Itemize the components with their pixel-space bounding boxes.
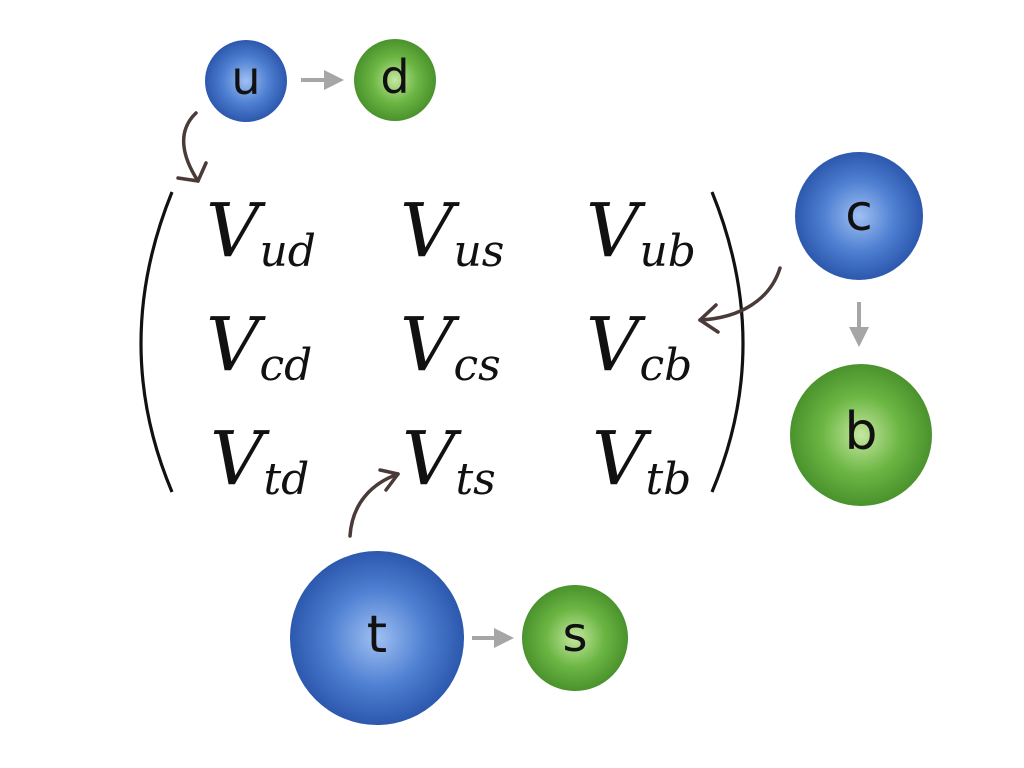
matrix-entry-us: Vus [400,188,504,277]
matrix-entry-ud: Vud [206,188,316,277]
matrix-entry-cb: Vcb [586,302,692,391]
svg-text:u: u [231,51,260,105]
svg-text:c: c [845,184,873,242]
svg-text:t: t [367,605,387,665]
curved-arrow-c-to-vcb [698,266,782,334]
matrix-entry-cs: Vcs [400,302,501,391]
matrix-entry-ub: Vub [586,188,696,277]
svg-text:s: s [562,607,587,663]
matrix-entry-cd: Vcd [206,302,312,391]
quark-c: c [795,152,923,280]
matrix-right-bracket [710,191,745,493]
quark-d: d [354,39,436,121]
quark-b: b [790,364,932,506]
quark-s: s [522,585,628,691]
curved-arrow-t-to-vts [348,468,400,538]
quark-u: u [205,40,287,122]
svg-text:d: d [380,50,409,104]
curved-arrow-u-to-vud [176,111,208,183]
svg-text:b: b [844,402,877,462]
matrix-entry-tb: Vtb [592,416,691,505]
matrix-entry-td: Vtd [210,416,309,505]
matrix-left-bracket [139,191,174,493]
matrix-entry-ts: Vts [402,416,496,505]
quark-t: t [290,551,464,725]
